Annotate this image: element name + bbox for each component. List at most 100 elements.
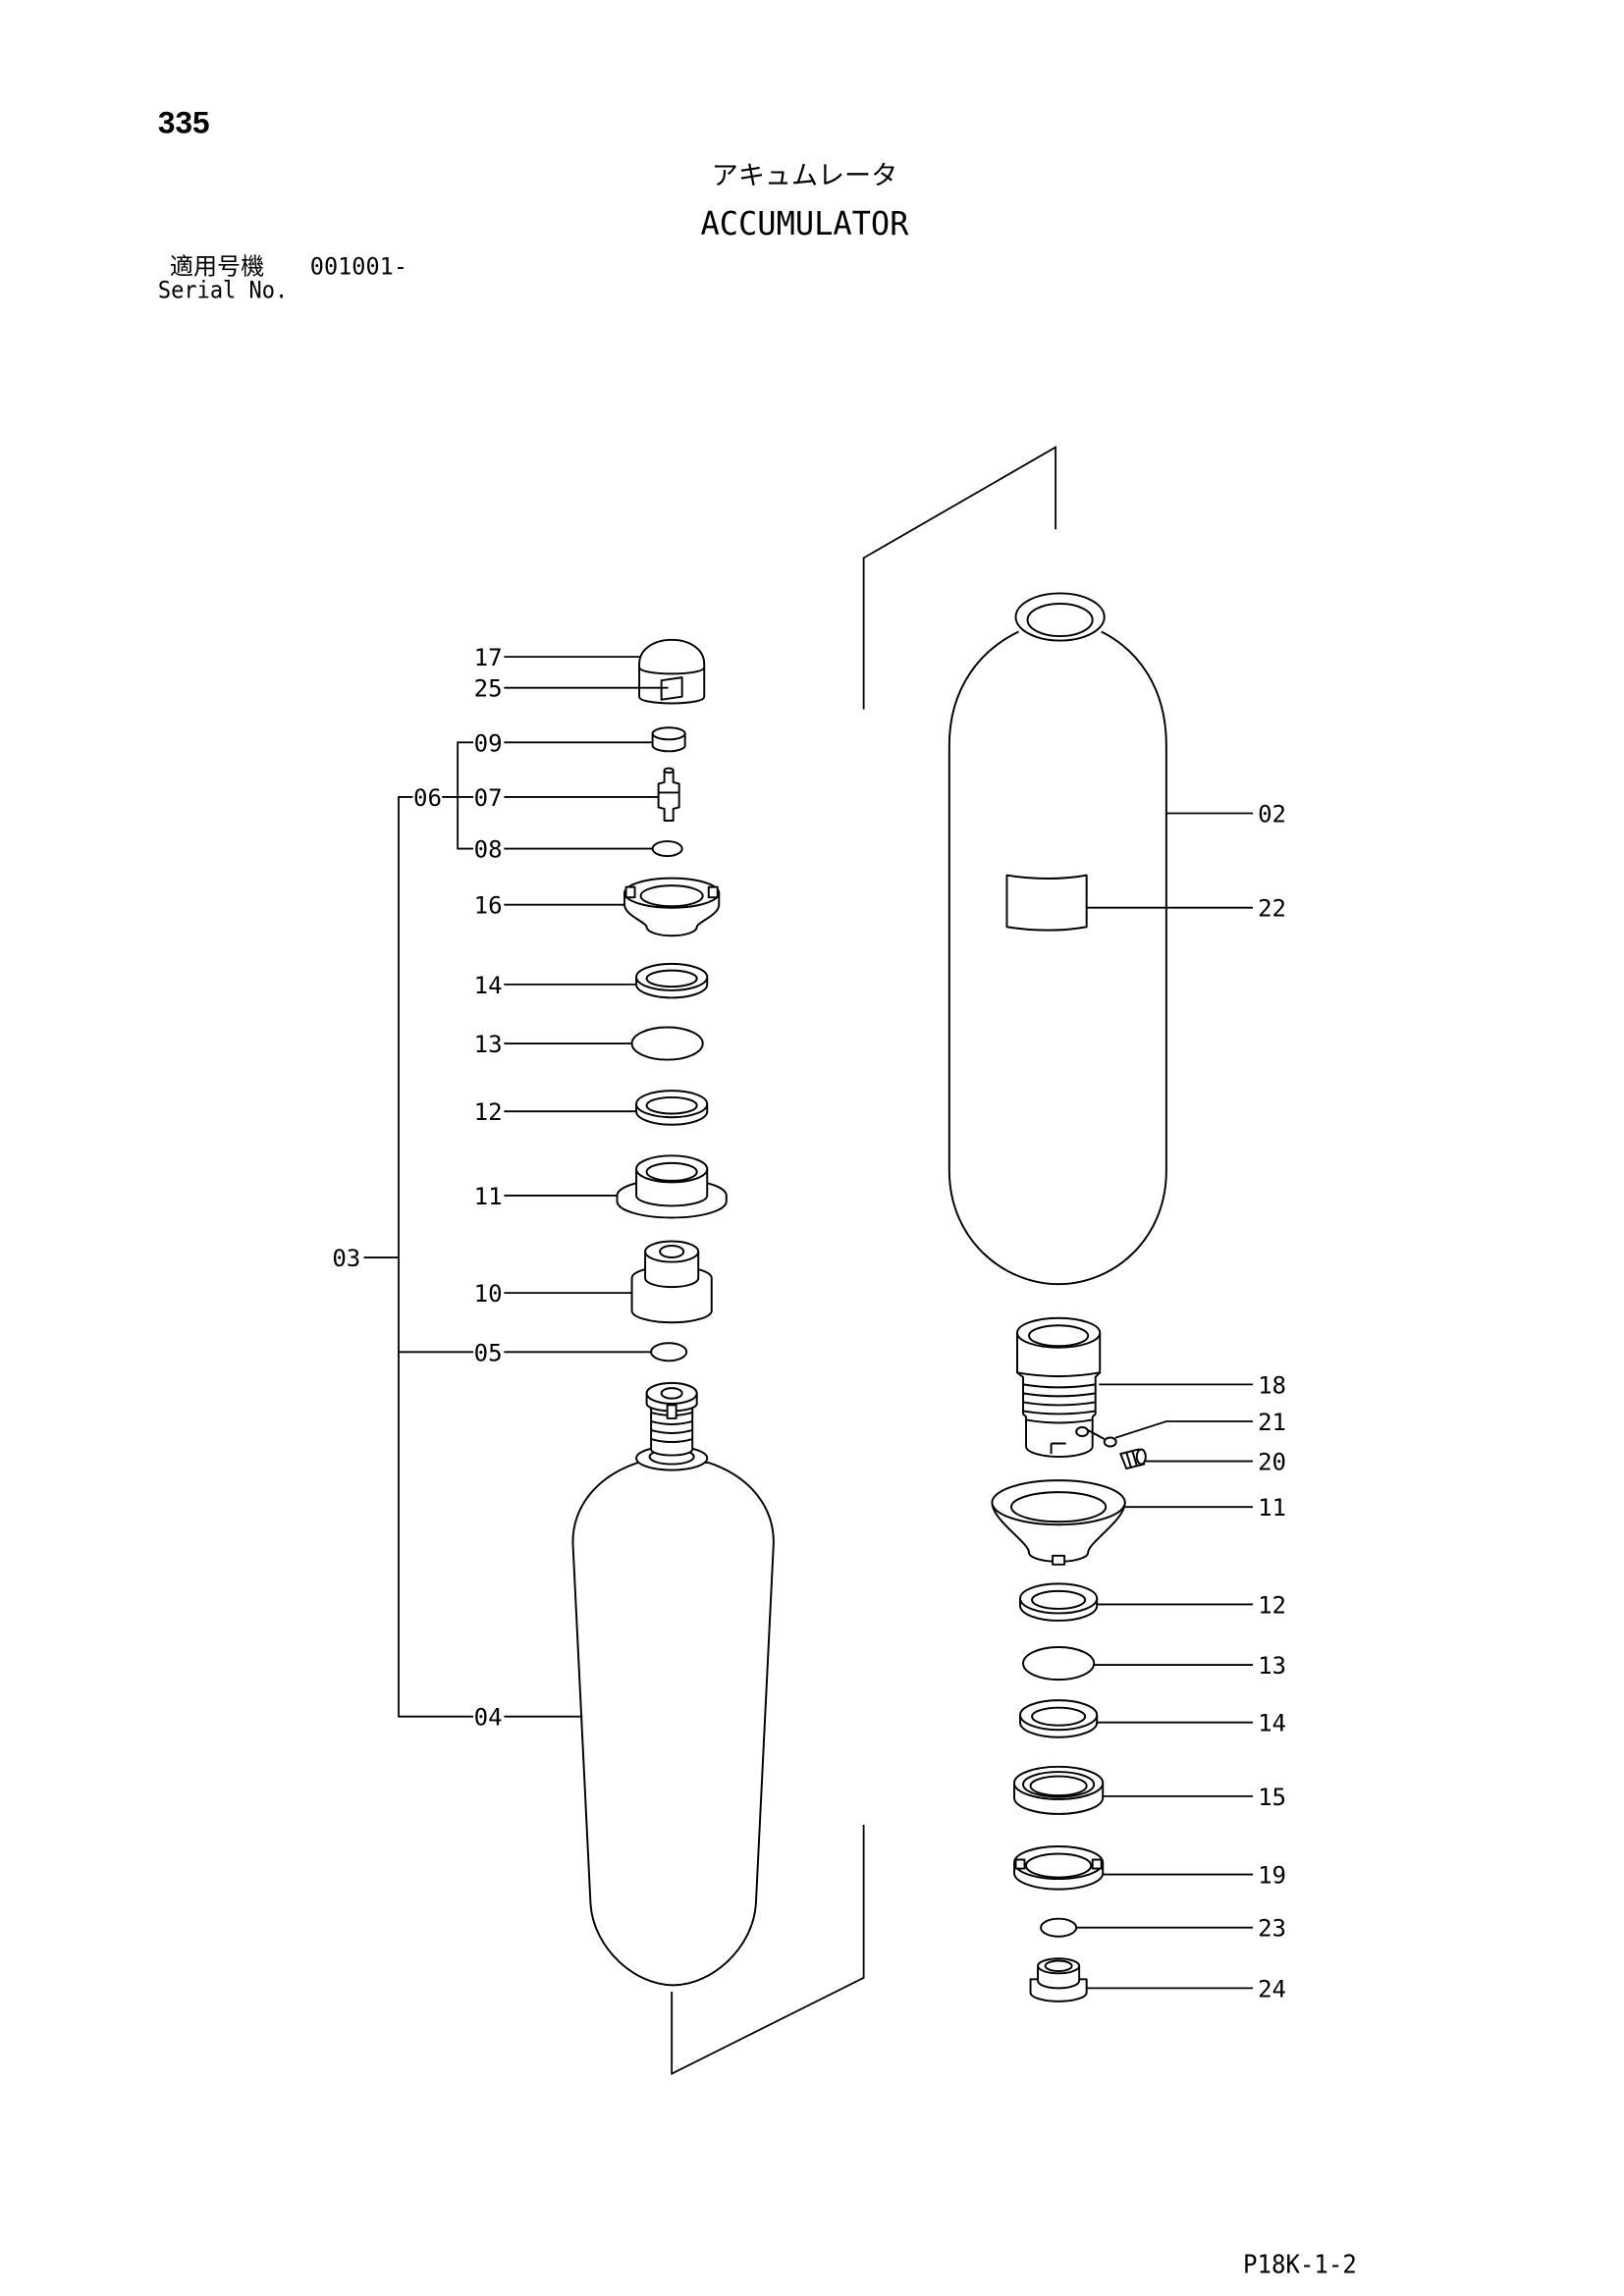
callout-03: 03 — [332, 1245, 360, 1272]
title-japanese: アキュムレータ — [712, 161, 897, 191]
ring-bore — [1031, 1589, 1087, 1610]
valve-body-port — [1075, 1426, 1090, 1437]
valve-body-port-passage — [1087, 1429, 1106, 1440]
callout-13: 13 — [1258, 1652, 1286, 1680]
valve-body-threads — [1016, 1371, 1101, 1424]
callout-25: 25 — [474, 675, 503, 703]
callout-12: 12 — [474, 1098, 503, 1126]
valve-body-bore — [1028, 1324, 1090, 1348]
part-23-o-ring — [1040, 1917, 1078, 1938]
callout-16: 16 — [474, 892, 503, 920]
left-callouts: 17 25 09 06 07 08 16 14 13 12 11 03 10 0… — [332, 644, 502, 1732]
flange-notch — [1052, 1554, 1066, 1566]
part-02-shell — [947, 592, 1167, 1286]
part-13-disc-right — [1022, 1646, 1096, 1682]
callout-10: 10 — [474, 1280, 503, 1308]
bladder-stem-hole — [660, 1387, 683, 1400]
plug-threads — [1125, 1450, 1138, 1468]
part-08-o-ring — [651, 840, 683, 858]
callout-04: 04 — [474, 1704, 503, 1732]
ring-nut-notch-left — [624, 885, 636, 899]
callout-23: 23 — [1258, 1915, 1286, 1943]
shell-port-inner — [1026, 602, 1094, 638]
ring-bore — [1031, 1706, 1087, 1727]
callout-15: 15 — [1258, 1784, 1286, 1811]
bladder-body — [571, 1462, 775, 1987]
part-17-cap — [638, 638, 706, 705]
part-14-ring — [635, 962, 709, 999]
part-14-ring-right — [1019, 1699, 1099, 1738]
serial-value: 001001- — [310, 253, 407, 281]
callout-07: 07 — [474, 784, 503, 812]
valve-core-tip — [663, 767, 675, 774]
part-07-valve-core — [657, 767, 680, 822]
flange-bore — [645, 1161, 698, 1182]
part-12-ring — [635, 1090, 709, 1126]
valve-core-body — [657, 769, 680, 822]
left-leader-lines — [363, 656, 669, 1718]
callout-05: 05 — [474, 1339, 503, 1366]
leader-line — [1114, 1420, 1253, 1439]
right-callouts: 02 22 18 21 20 11 12 13 14 15 19 23 24 — [1258, 801, 1286, 2003]
callout-08: 08 — [474, 836, 503, 864]
part-04-bladder — [571, 1381, 775, 1987]
part-09-valve-cap — [651, 726, 686, 753]
break-line-bottom — [671, 1825, 865, 2076]
flange-bore — [1010, 1491, 1108, 1523]
part-12-ring-right — [1019, 1582, 1099, 1622]
right-leader-lines — [1075, 812, 1253, 1990]
valve-body-outline — [1016, 1331, 1102, 1459]
part-13-disc — [630, 1026, 704, 1061]
callout-18: 18 — [1258, 1371, 1286, 1399]
callout-21: 21 — [1258, 1409, 1286, 1436]
nut-bore — [1044, 1959, 1073, 1973]
callout-14: 14 — [474, 972, 503, 999]
part-16-ring-nut — [623, 877, 721, 937]
callout-11: 11 — [1258, 1494, 1286, 1522]
plug-end — [1135, 1448, 1147, 1466]
cap-edge — [638, 666, 706, 675]
callout-24: 24 — [1258, 1975, 1286, 2002]
callout-19: 19 — [1258, 1862, 1286, 1890]
callout-12: 12 — [1258, 1591, 1286, 1619]
bladder-stem-slot — [666, 1404, 677, 1419]
part-19-ring-nut-right — [1013, 1845, 1105, 1891]
part-25-cap-label — [660, 676, 683, 701]
part-11-flange-right — [991, 1479, 1126, 1566]
group-bracket-06 — [442, 741, 474, 850]
callout-09: 09 — [474, 729, 503, 757]
part-10-poppet — [630, 1240, 713, 1324]
break-line-top — [862, 446, 1056, 710]
ring-bore — [1029, 1775, 1088, 1797]
part-05-o-ring — [650, 1342, 688, 1362]
part-22-nameplate — [1005, 874, 1088, 932]
ring-nut-notch-right — [707, 885, 719, 899]
ring-nut-notch-right — [1091, 1858, 1103, 1870]
ring-nut-bore — [1025, 1852, 1093, 1879]
group-bracket-03 — [363, 796, 474, 1718]
part-18-valve-body — [1016, 1316, 1106, 1459]
callout-20: 20 — [1258, 1449, 1286, 1476]
drawing-code: P18K-1-2 — [1243, 2251, 1357, 2280]
callout-02: 02 — [1258, 801, 1286, 828]
callout-06: 06 — [413, 784, 442, 812]
part-20-plug — [1119, 1448, 1147, 1470]
ring-bore — [645, 1095, 698, 1115]
part-11-flange — [616, 1154, 728, 1219]
part-15-ring-right — [1013, 1765, 1105, 1815]
serial-label-japanese: 適用号機 — [170, 253, 264, 281]
title-english: ACCUMULATOR — [700, 204, 908, 242]
shell-body — [947, 630, 1167, 1286]
part-21-o-ring — [1103, 1436, 1117, 1448]
valve-cap-top — [651, 726, 686, 741]
callout-22: 22 — [1258, 895, 1286, 923]
part-24-nut — [1029, 1957, 1088, 2002]
callout-14: 14 — [1258, 1710, 1286, 1737]
callout-11: 11 — [474, 1183, 503, 1210]
ring-nut-bore — [639, 884, 704, 908]
ring-bore — [645, 969, 698, 988]
poppet-hole — [659, 1245, 685, 1259]
callout-17: 17 — [474, 644, 503, 671]
ring-nut-notch-left — [1014, 1858, 1026, 1870]
